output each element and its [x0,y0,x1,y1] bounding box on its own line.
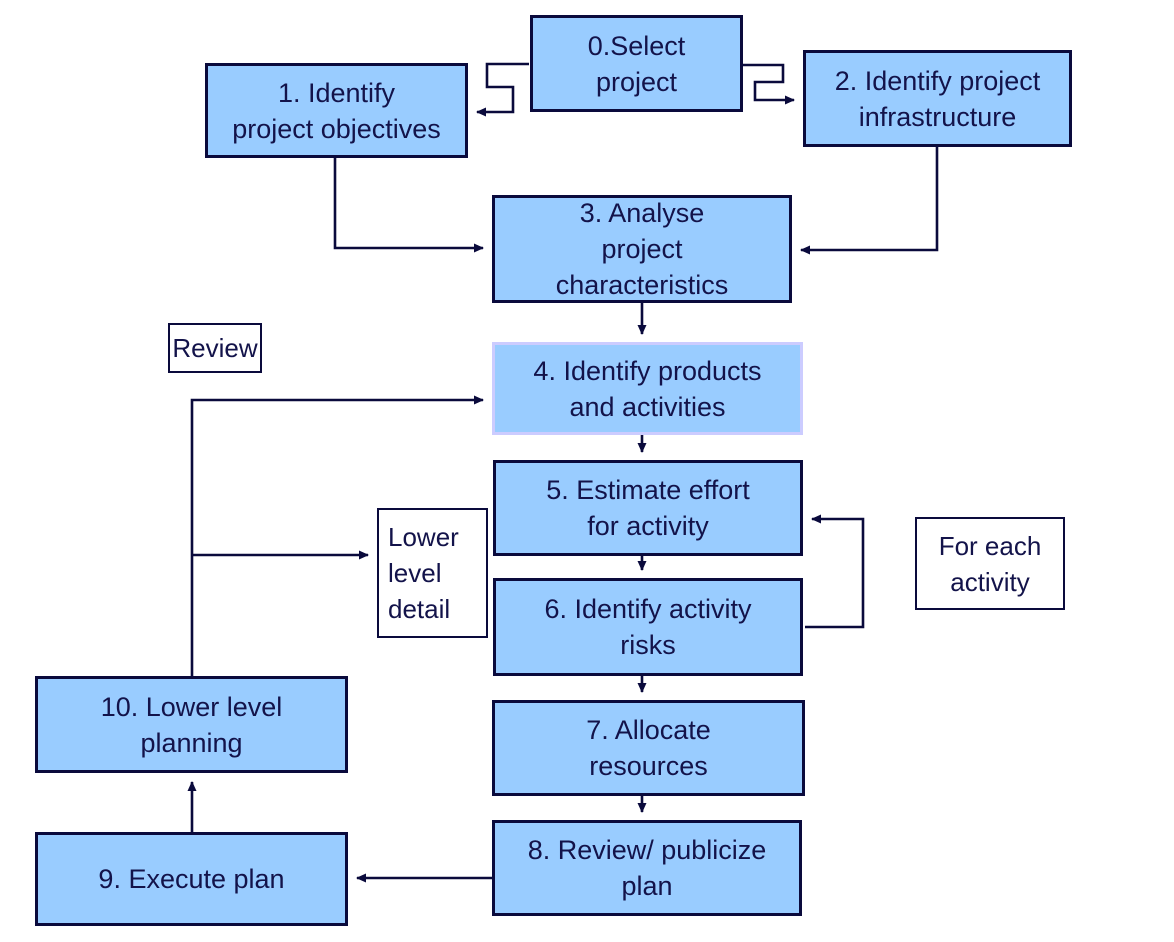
node-identify-products-activities: 4. Identify products and activities [492,342,803,435]
arrow-infrastructure-to-analyse [800,147,939,255]
label-review: Review [168,323,262,373]
node-identify-infrastructure: 2. Identify project infrastructure [803,50,1072,147]
arrow-select-to-objectives [476,62,529,117]
node-execute-plan: 9. Execute plan [35,832,348,926]
arrow-risks-loop-to-estimate [805,514,865,629]
label-for-each-activity: For each activity [915,517,1065,610]
node-allocate-resources: 7. Allocate resources [492,700,805,796]
arrow-select-to-infrastructure [743,63,795,105]
node-identify-objectives: 1. Identify project objectives [205,63,468,158]
node-identify-risks: 6. Identify activity risks [493,578,803,676]
arrow-lower-planning-to-products [190,395,484,676]
node-lower-level-planning: 10. Lower level planning [35,676,348,773]
node-analyse-characteristics: 3. Analyse project characteristics [492,195,792,303]
label-lower-level-detail: Lower level detail [377,508,488,638]
node-review-publicize-plan: 8. Review/ publicize plan [492,820,802,916]
arrow-objectives-to-analyse [333,158,484,253]
node-select-project: 0.Select project [530,15,743,112]
node-estimate-effort: 5. Estimate effort for activity [493,460,803,556]
